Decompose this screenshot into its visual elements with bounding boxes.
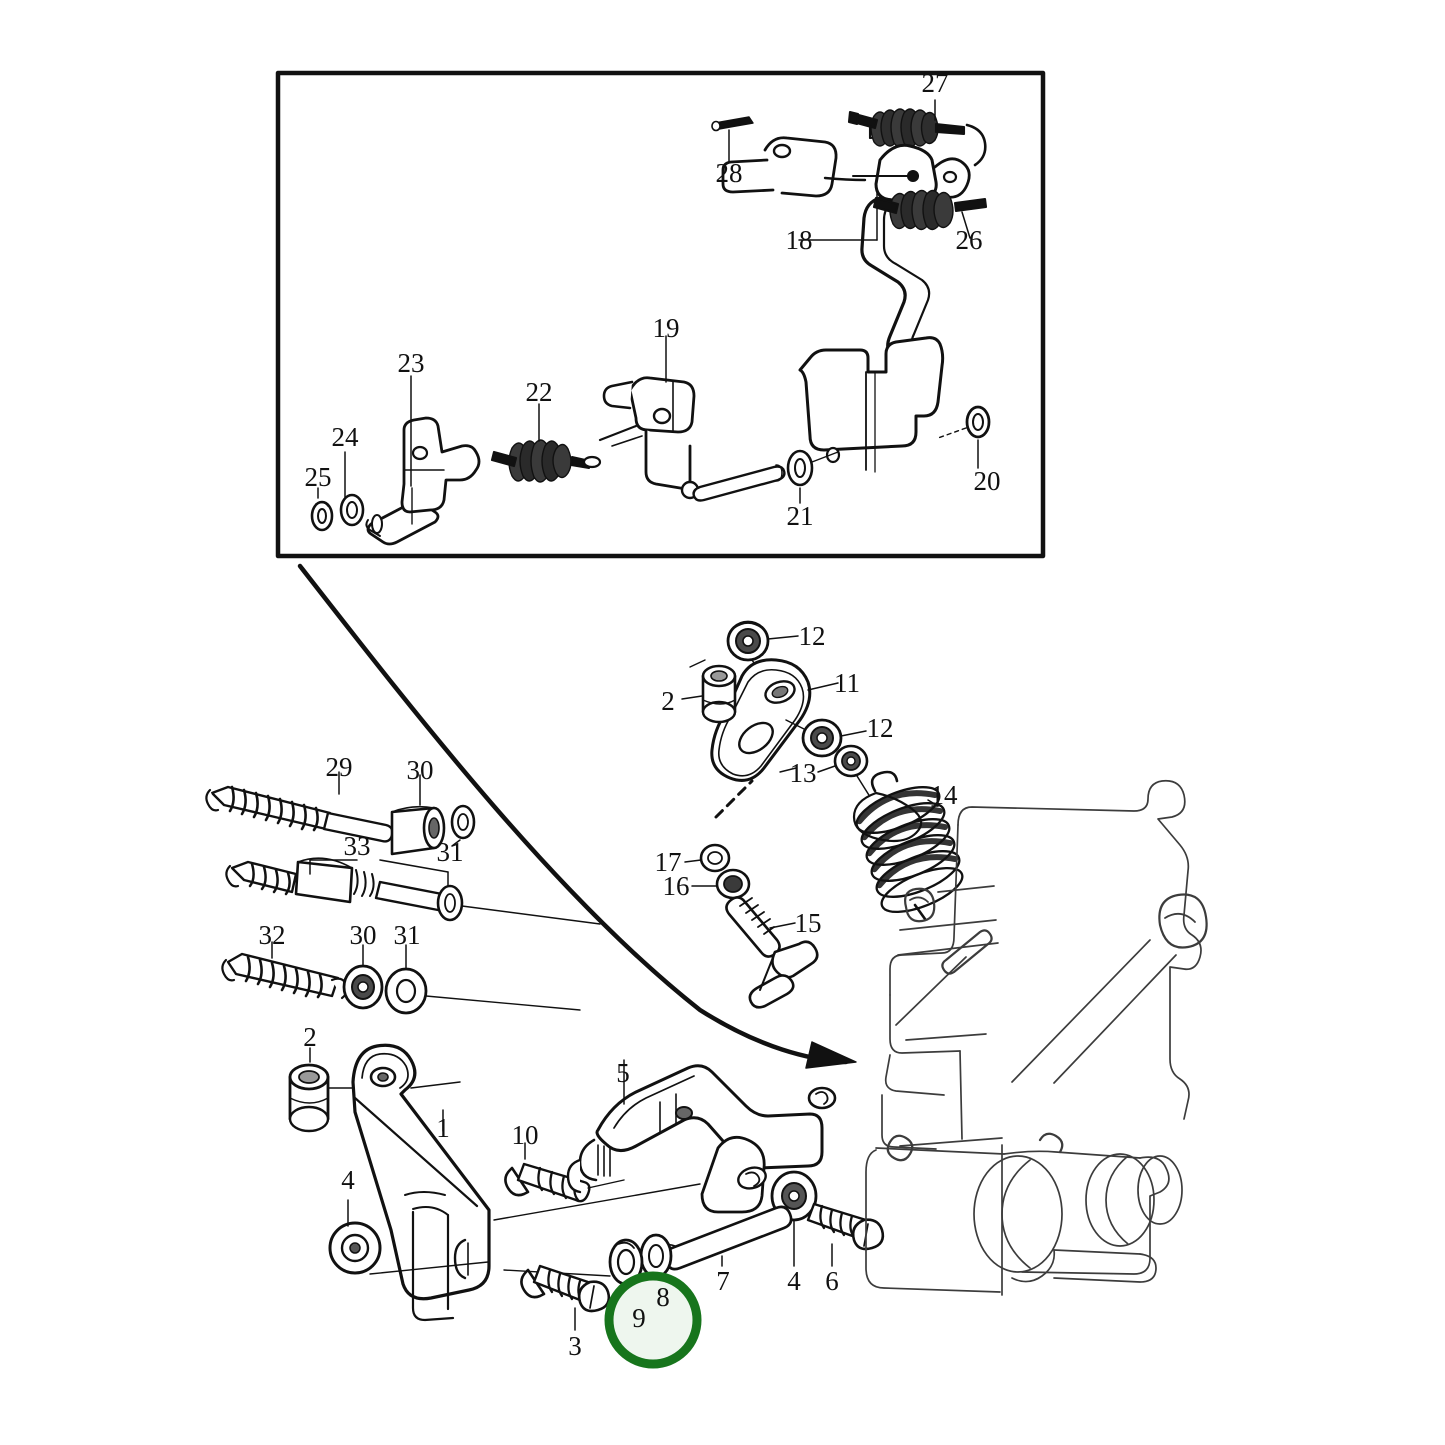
part-12-bushing-mid [801, 718, 867, 758]
callout-17: 17 [655, 847, 682, 877]
callout-4-left: 4 [341, 1165, 355, 1195]
callout-5: 5 [616, 1058, 630, 1088]
part-13-bushing-small [817, 744, 873, 801]
callout-24: 24 [332, 422, 360, 452]
part-10-bolt [504, 1142, 625, 1203]
callout-2-upper: 2 [661, 686, 675, 716]
callout-1: 1 [436, 1113, 450, 1143]
part-19-bracket [598, 335, 786, 502]
callout-20: 20 [974, 466, 1001, 496]
callout-14: 14 [931, 780, 959, 810]
callout-22: 22 [526, 377, 553, 407]
part-26-spring [872, 189, 988, 239]
part-29-rod [205, 771, 394, 843]
part-4-washer-left [328, 1199, 382, 1275]
callout-10: 10 [512, 1120, 539, 1150]
part-5-selector-lever [566, 1059, 837, 1214]
callout-4-mid: 4 [787, 1266, 801, 1296]
callout-3: 3 [568, 1331, 582, 1361]
part-2-bushing-upper [681, 659, 737, 724]
callout-labels: 27 28 18 26 19 23 22 24 25 21 20 12 11 2… [259, 68, 1001, 1361]
callout-11: 11 [834, 668, 860, 698]
callout-15: 15 [795, 908, 822, 938]
callout-32: 32 [259, 920, 286, 950]
callout-29: 29 [326, 752, 353, 782]
part-31-washer-mid [436, 884, 601, 925]
part-21-washer [786, 449, 839, 504]
part-30-nut-lower [342, 944, 384, 1010]
part-31-washer-lower [384, 944, 581, 1015]
callout-31-up: 31 [437, 837, 464, 867]
callout-8: 8 [656, 1282, 670, 1312]
callout-19: 19 [653, 313, 680, 343]
callout-6: 6 [825, 1266, 839, 1296]
part-12-bushing-top [726, 620, 799, 681]
part-2-bushing-lower [288, 1047, 367, 1133]
part-6-bolt [806, 1202, 885, 1267]
part-30-nut-upper [390, 774, 446, 856]
callout-12-mid: 12 [867, 713, 894, 743]
callout-27: 27 [922, 68, 949, 98]
inset-box-contents [310, 99, 991, 546]
callout-23: 23 [398, 348, 425, 378]
callout-26: 26 [956, 225, 983, 255]
part-20-bushing [937, 405, 991, 469]
callout-28: 28 [716, 158, 743, 188]
transmission-housing [865, 779, 1208, 1296]
callout-30-low: 30 [350, 920, 377, 950]
callout-2-lower: 2 [303, 1022, 317, 1052]
part-23-bracket [365, 375, 481, 546]
part-25-24-washers [310, 451, 365, 532]
part-32-threaded-stud [221, 941, 349, 1000]
callout-18: 18 [786, 225, 813, 255]
part-3-bolt [520, 1264, 611, 1331]
part-31-washer-upper [450, 804, 476, 847]
part-18-clutch-pedal [721, 136, 971, 473]
part-14-return-spring [852, 770, 964, 921]
part-11-relay-plate [710, 658, 839, 782]
callout-31-low: 31 [394, 920, 421, 950]
callout-25: 25 [305, 462, 332, 492]
zoom-leader-arrow [297, 563, 857, 1069]
callout-16: 16 [663, 871, 690, 901]
part-28-pin [711, 116, 754, 163]
callout-13: 13 [790, 758, 817, 788]
part-1-shift-lever [351, 1043, 701, 1322]
callout-33: 33 [344, 831, 371, 861]
callout-7: 7 [716, 1266, 730, 1296]
callout-30-up: 30 [407, 755, 434, 785]
highlight-circle-part-9[interactable] [604, 1271, 702, 1369]
callout-21: 21 [787, 501, 814, 531]
callout-9-highlighted: 9 [632, 1303, 646, 1333]
part-17-16-15-stud [684, 779, 819, 1009]
part-22-spring [490, 403, 602, 483]
callout-12-top: 12 [799, 621, 826, 651]
part-27-spring [847, 99, 987, 167]
part-33-clevis-rod [225, 857, 450, 912]
